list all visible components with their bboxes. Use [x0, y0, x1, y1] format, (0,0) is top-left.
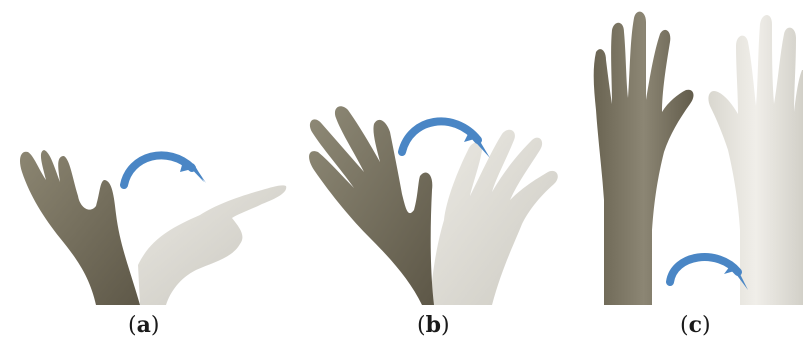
light-hand	[430, 130, 558, 305]
panel-a-svg	[0, 0, 290, 310]
caption-c: (c)	[680, 312, 711, 338]
dark-hand	[309, 106, 434, 305]
panel-a-illustration	[0, 0, 290, 310]
caption-a: (a)	[128, 312, 159, 338]
rotation-arrow	[402, 121, 478, 152]
panel-c-svg	[590, 0, 803, 310]
panel-b-illustration	[292, 0, 582, 310]
light-hand	[138, 185, 286, 305]
dark-hand	[20, 150, 140, 305]
panel-b-svg	[292, 0, 582, 310]
caption-b: (b)	[417, 312, 450, 338]
panel-c-illustration	[590, 0, 803, 310]
